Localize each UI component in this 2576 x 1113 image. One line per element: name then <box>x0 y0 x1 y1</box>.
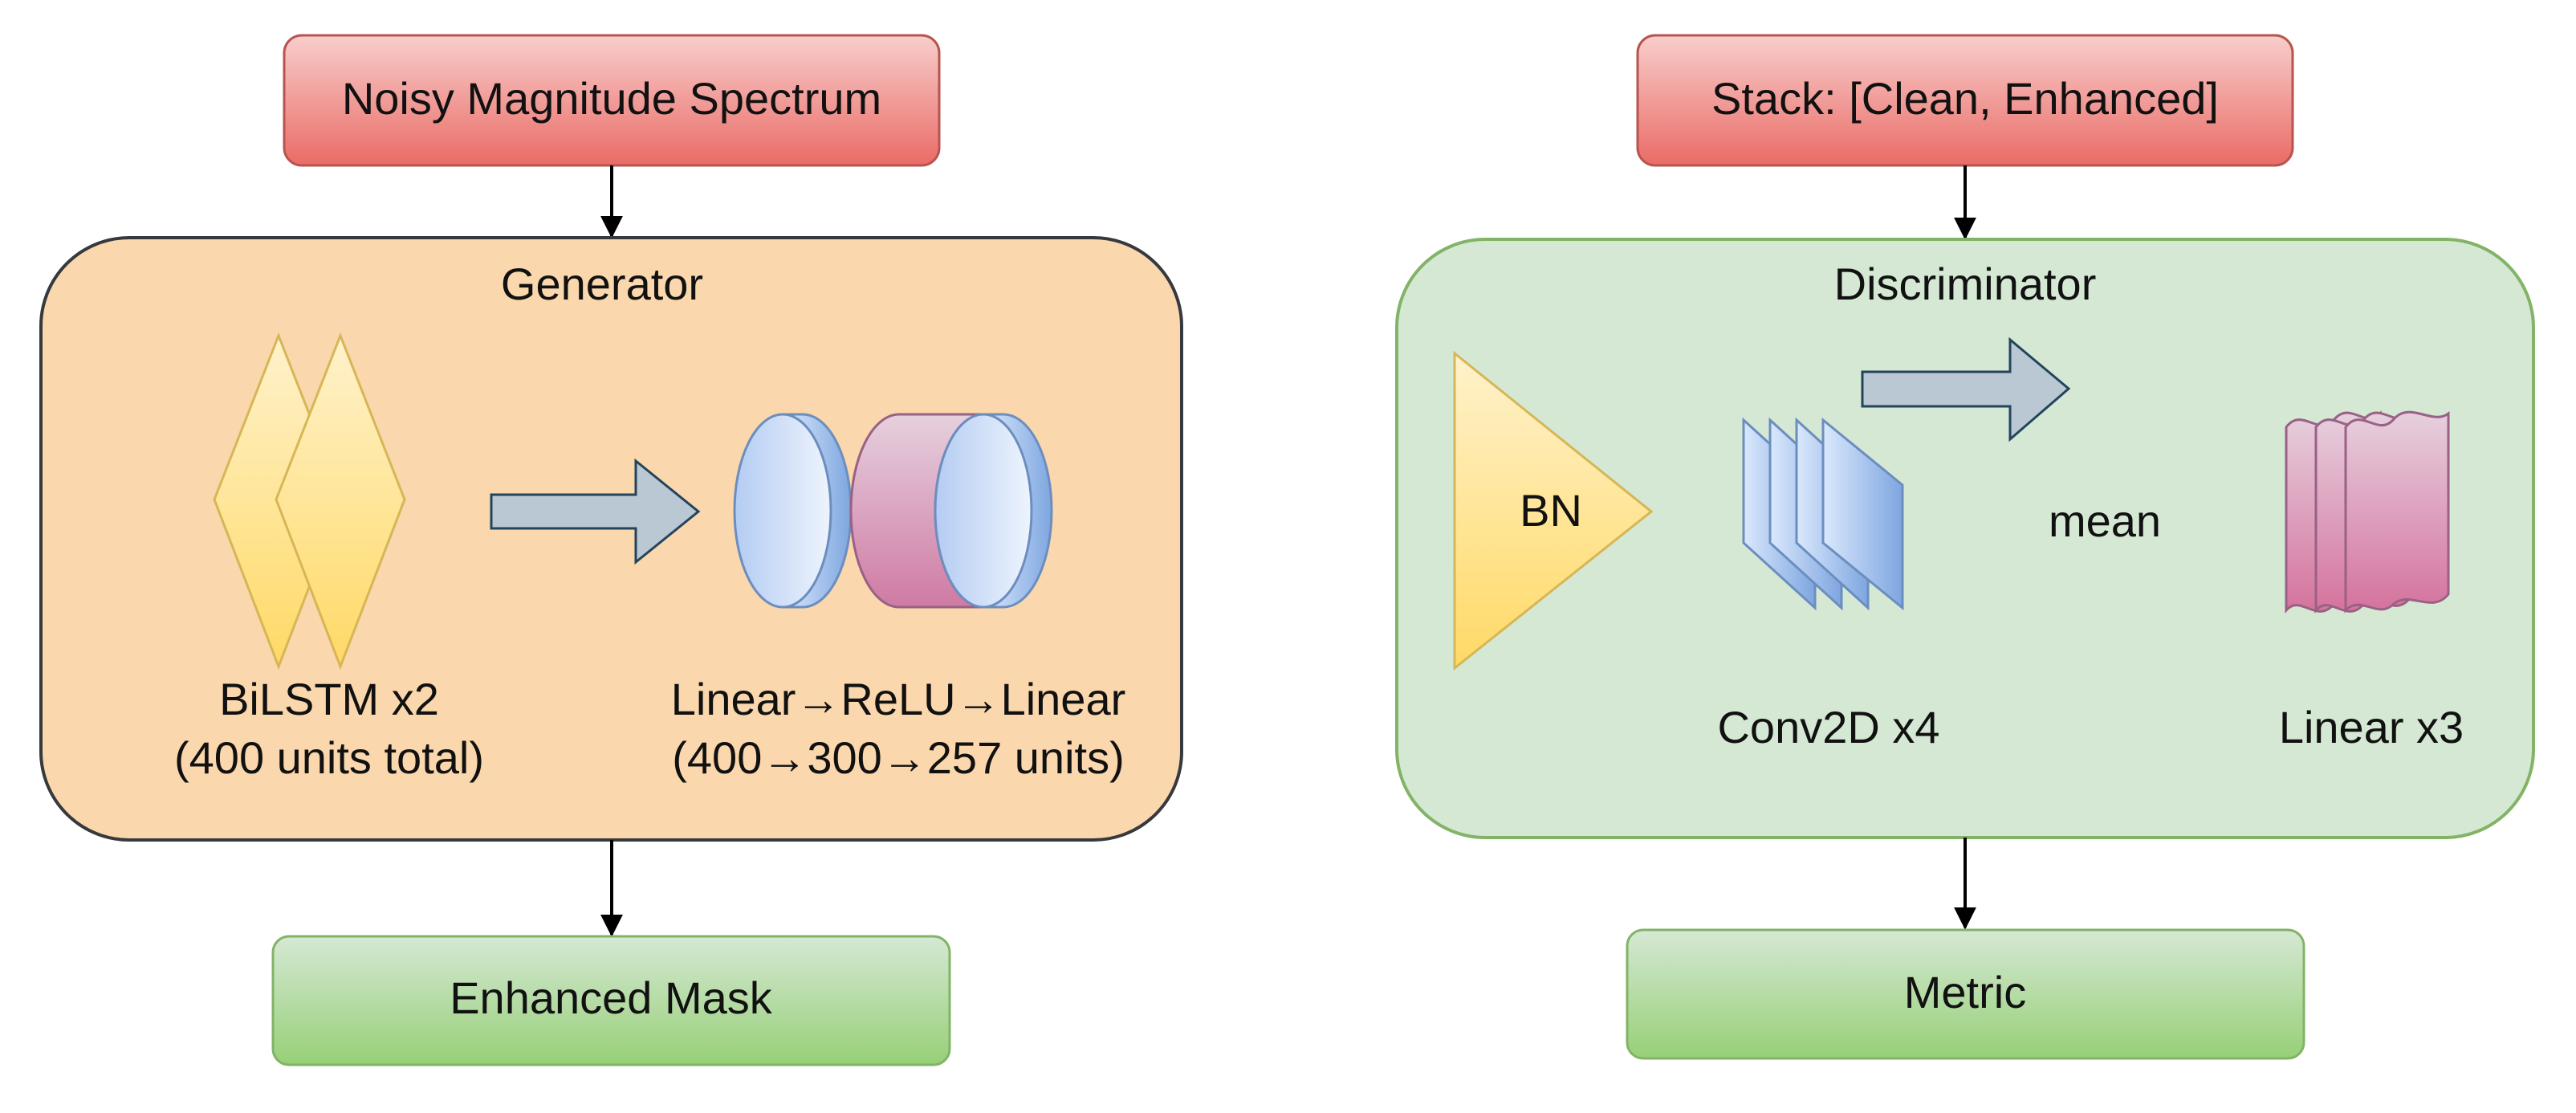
stack-input-label: Stack: [Clean, Enhanced] <box>1711 73 2219 124</box>
enhanced-mask-label: Enhanced Mask <box>450 972 773 1023</box>
bilstm-diamond-icon <box>213 332 406 671</box>
conv2d-stack-icon <box>1742 417 1904 611</box>
linear-tape-stack-icon <box>2285 410 2450 614</box>
linear-label-line2: (400→300→257 units) <box>672 732 1124 783</box>
bn-label: BN <box>1520 485 1582 536</box>
noisy-spectrum-label: Noisy Magnitude Spectrum <box>342 73 881 124</box>
mean-label: mean <box>2049 495 2161 546</box>
block-arrow-icon <box>490 458 701 565</box>
discriminator-title: Discriminator <box>1834 259 2097 309</box>
batchnorm-triangle-icon <box>1453 350 1654 671</box>
bilstm-label-line2: (400 units total) <box>174 732 484 783</box>
enhanced-mask-box <box>271 935 951 1066</box>
linear-relu-linear-icon <box>733 413 1053 609</box>
mean-block-arrow-icon <box>1861 336 2071 442</box>
metric-box <box>1626 928 2305 1060</box>
metric-label: Metric <box>1904 967 2026 1017</box>
conv2d-label: Conv2D x4 <box>1717 702 1939 752</box>
linear-label-line1: Linear→ReLU→Linear <box>671 674 1126 724</box>
generator-title: Generator <box>501 259 703 309</box>
bilstm-label-line1: BiLSTM x2 <box>219 674 439 724</box>
linear-x3-label: Linear x3 <box>2279 702 2464 752</box>
